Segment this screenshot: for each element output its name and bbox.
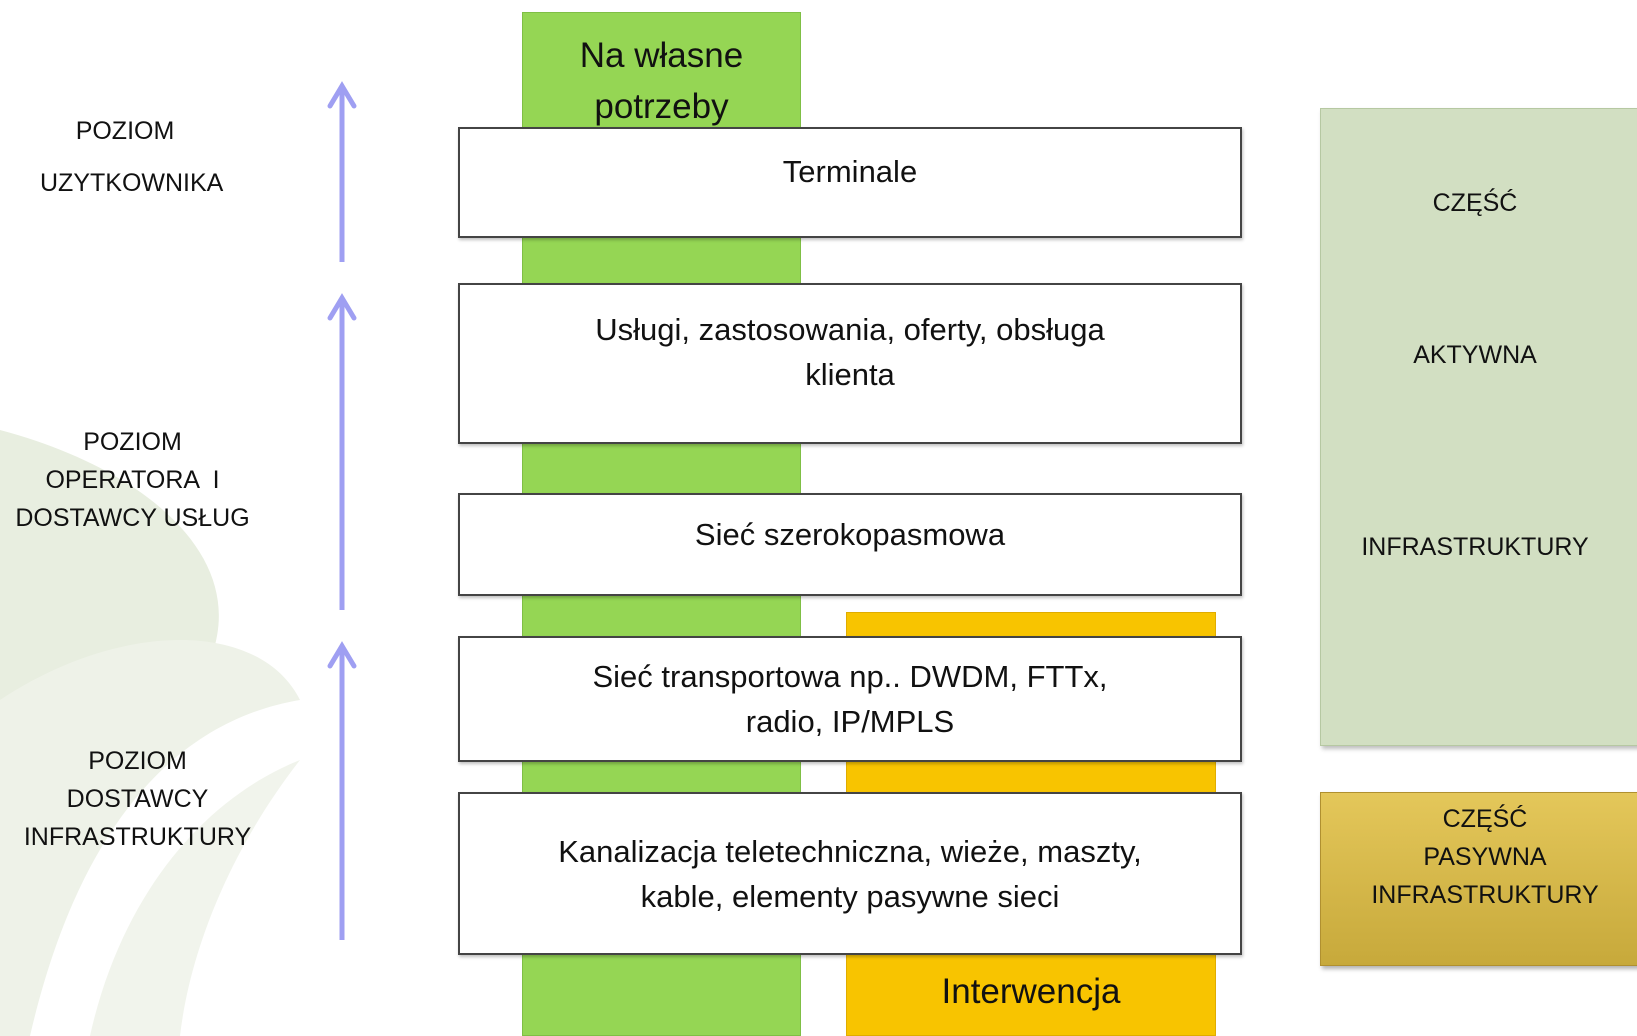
- layer-broadband-text: Sieć szerokopasmowa: [694, 517, 1006, 552]
- active-infrastructure-panel: [1320, 108, 1637, 746]
- arrow-up-icon-infrastructure: [327, 641, 357, 940]
- layer-services-text: Usługi, zastosowania, oferty, obsługa kl…: [595, 311, 1105, 392]
- passive-panel-line1: CZĘŚĆ: [1442, 805, 1528, 833]
- level-infrastructure: POZIOM DOSTAWCY INFRASTRUKTURY: [10, 742, 265, 856]
- layer-passive-infrastructure-text: Kanalizacja teletechniczna, wieże, maszt…: [558, 833, 1142, 914]
- level-user-line1: POZIOM: [75, 117, 175, 145]
- layer-passive-infrastructure: Kanalizacja teletechniczna, wieże, maszt…: [458, 792, 1242, 955]
- level-operator: POZIOM OPERATORA I DOSTAWCY USŁUG: [0, 423, 265, 537]
- level-user: POZIOM UZYTKOWNIKA: [40, 112, 224, 202]
- passive-panel-line2: PASYWNA: [1423, 843, 1547, 871]
- level-operator-line3: DOSTAWCY USŁUG: [15, 504, 250, 532]
- level-operator-line1: POZIOM: [83, 428, 182, 456]
- layer-transport: Sieć transportowa np.. DWDM, FTTx, radio…: [458, 636, 1242, 762]
- level-infrastructure-line3: INFRASTRUKTURY: [23, 823, 252, 851]
- active-panel-line2: AKTYWNA: [1413, 341, 1537, 369]
- layer-services: Usługi, zastosowania, oferty, obsługa kl…: [458, 283, 1242, 444]
- intervention-label: Interwencja: [941, 972, 1121, 1011]
- level-operator-line2: OPERATORA I: [45, 466, 220, 494]
- own-needs-label: Na własne potrzeby: [579, 36, 744, 126]
- passive-panel-line3: INFRASTRUKTURY: [1371, 881, 1599, 909]
- active-panel-line3: INFRASTRUKTURY: [1361, 533, 1589, 561]
- arrow-up-icon-user: [327, 81, 357, 262]
- passive-infrastructure-panel: [1320, 792, 1637, 966]
- arrow-up-icon-operator: [327, 293, 357, 610]
- layer-broadband: Sieć szerokopasmowa: [458, 493, 1242, 596]
- layer-terminals-text: Terminale: [782, 154, 918, 189]
- active-panel-line1: CZĘŚĆ: [1432, 189, 1518, 217]
- level-infrastructure-line2: DOSTAWCY: [66, 785, 209, 813]
- level-user-line2: UZYTKOWNIKA: [40, 169, 224, 197]
- layer-transport-text: Sieć transportowa np.. DWDM, FTTx, radio…: [592, 659, 1108, 739]
- level-infrastructure-line1: POZIOM: [88, 747, 187, 775]
- layer-terminals: Terminale: [458, 127, 1242, 238]
